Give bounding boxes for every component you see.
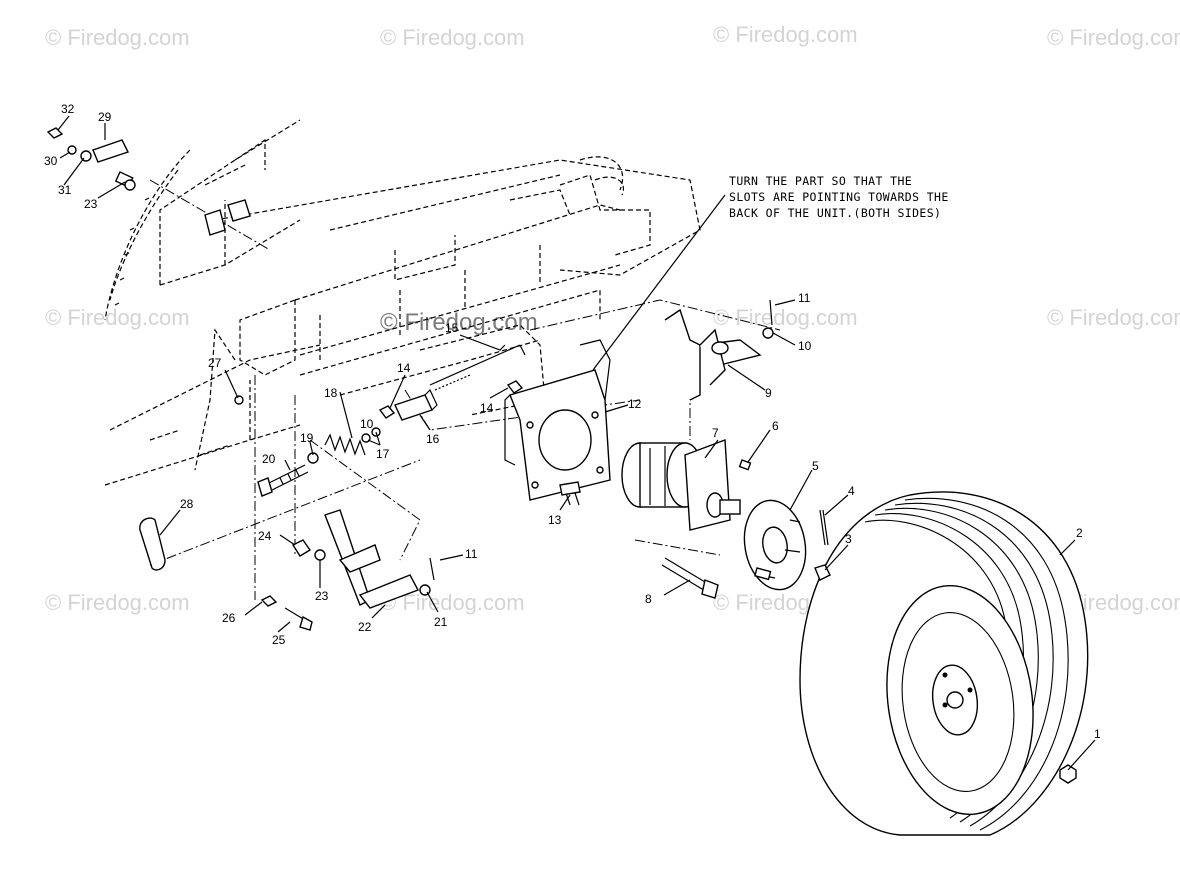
pivot-bolt	[257, 464, 309, 497]
note-line-2: SLOTS ARE POINTING TOWARDS THE	[729, 190, 949, 204]
callout-17: 17	[376, 447, 390, 461]
callout-20: 20	[262, 452, 276, 466]
callout-22: 22	[358, 620, 372, 634]
frame-outline	[104, 119, 701, 486]
assembly-note: TURN THE PART SO THAT THE SLOTS ARE POIN…	[592, 174, 949, 371]
callout-10-left: 10	[360, 417, 374, 431]
callout-9: 9	[765, 386, 772, 400]
watermark-text: © Firedog.com	[713, 305, 858, 330]
rod-block	[394, 388, 438, 421]
watermark-text: © Firedog.com	[45, 25, 190, 50]
callout-11-bottom: 11	[465, 547, 478, 561]
pedal-arm	[324, 509, 419, 609]
wheel-motor	[621, 439, 741, 531]
callout-21: 21	[434, 615, 448, 629]
control-arm	[664, 308, 762, 401]
control-rod	[429, 344, 526, 391]
callout-24: 24	[258, 529, 272, 543]
watermark-text: © Firedog.com	[1047, 25, 1180, 50]
note-line-1: TURN THE PART SO THAT THE	[729, 174, 912, 188]
callout-6: 6	[772, 419, 779, 433]
callout-12: 12	[628, 397, 642, 411]
watermark-text: © Firedog.com	[45, 305, 190, 330]
callout-14-left: 14	[397, 361, 411, 375]
callout-28: 28	[180, 497, 194, 511]
watermark-text: © Firedog.com	[45, 590, 190, 615]
callout-19: 19	[300, 431, 314, 445]
callout-numbers: 1 2 3 4 5 6 7 8 9 10 11 12 13 14 14 15 1…	[44, 102, 1101, 741]
callout-32: 32	[61, 102, 75, 116]
callout-11-top: 11	[798, 291, 811, 305]
callout-5: 5	[812, 459, 819, 473]
watermark-text: © Firedog.com	[380, 25, 525, 50]
tire	[799, 491, 1089, 836]
callout-13: 13	[548, 513, 562, 527]
callout-27: 27	[208, 356, 222, 370]
pedal-pad	[139, 517, 166, 571]
callout-15: 15	[445, 321, 459, 335]
callout-8: 8	[645, 592, 652, 606]
bracket-bolt	[559, 481, 581, 506]
callout-10-right: 10	[798, 339, 812, 353]
mounting-bolt	[661, 557, 719, 599]
callout-23-bottom: 23	[315, 589, 329, 603]
callout-23-top: 23	[84, 197, 98, 211]
motor-bracket	[504, 339, 611, 501]
callout-26: 26	[222, 611, 236, 625]
watermark-text: © Firedog.com	[713, 22, 858, 47]
watermarks: © Firedog.com © Firedog.com © Firedog.co…	[45, 22, 1180, 615]
return-spring	[324, 433, 366, 456]
callout-14-right: 14	[480, 401, 494, 415]
callout-16: 16	[426, 432, 440, 446]
callout-2: 2	[1076, 526, 1083, 540]
watermark-text: © Firedog.com	[1047, 305, 1180, 330]
callout-25: 25	[272, 633, 286, 647]
watermark-text-center: © Firedog.com	[380, 309, 538, 336]
wheel-hub	[743, 499, 807, 591]
callout-31: 31	[58, 183, 72, 197]
callout-4: 4	[848, 484, 855, 498]
callout-1: 1	[1094, 727, 1101, 741]
callout-18: 18	[324, 386, 338, 400]
callout-29: 29	[98, 110, 112, 124]
callout-3: 3	[845, 532, 852, 546]
callout-leaders	[57, 115, 1096, 771]
note-line-3: BACK OF THE UNIT.(BOTH SIDES)	[729, 206, 941, 220]
callout-30: 30	[44, 154, 58, 168]
callout-7: 7	[712, 426, 719, 440]
